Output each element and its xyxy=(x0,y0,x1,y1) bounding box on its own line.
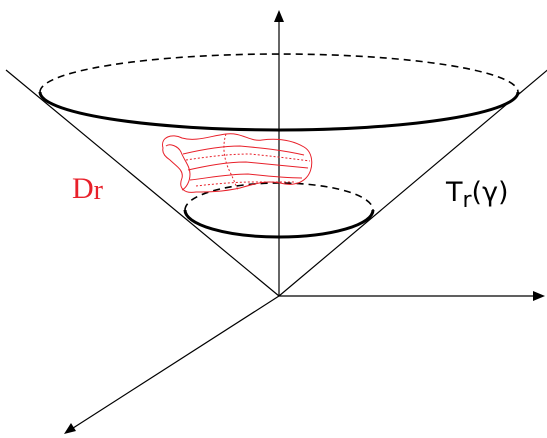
cone-label-subscript: r xyxy=(463,188,473,213)
cone-label-argument: (γ) xyxy=(472,177,509,208)
domain-outline xyxy=(162,133,313,193)
domain-hidden-contour-1 xyxy=(185,153,311,162)
domain-inner-contour-2 xyxy=(187,161,309,171)
vertical-axis-arrowhead xyxy=(274,10,284,22)
domain-label-subscript: r xyxy=(94,175,104,206)
horizontal-axis-arrowhead xyxy=(533,291,545,301)
domain-hidden-contour-2 xyxy=(195,181,297,187)
domain-inner-contour-3 xyxy=(189,173,303,181)
cone-label: Tr(γ) xyxy=(445,177,509,213)
cone-top-rim xyxy=(38,53,520,132)
cone-top-rim-back xyxy=(39,53,519,93)
depth-axis xyxy=(69,295,280,431)
axes xyxy=(64,10,545,434)
domain-region xyxy=(162,133,313,193)
domain-label: Dr xyxy=(72,172,104,206)
cone-top-rim-front xyxy=(38,91,520,132)
domain-front-face xyxy=(165,144,191,191)
cone-left-side xyxy=(5,69,280,297)
cone-lower-rim-front xyxy=(183,209,375,239)
depth-axis-arrowhead xyxy=(64,423,76,434)
domain-inner-contour-1 xyxy=(182,145,305,156)
